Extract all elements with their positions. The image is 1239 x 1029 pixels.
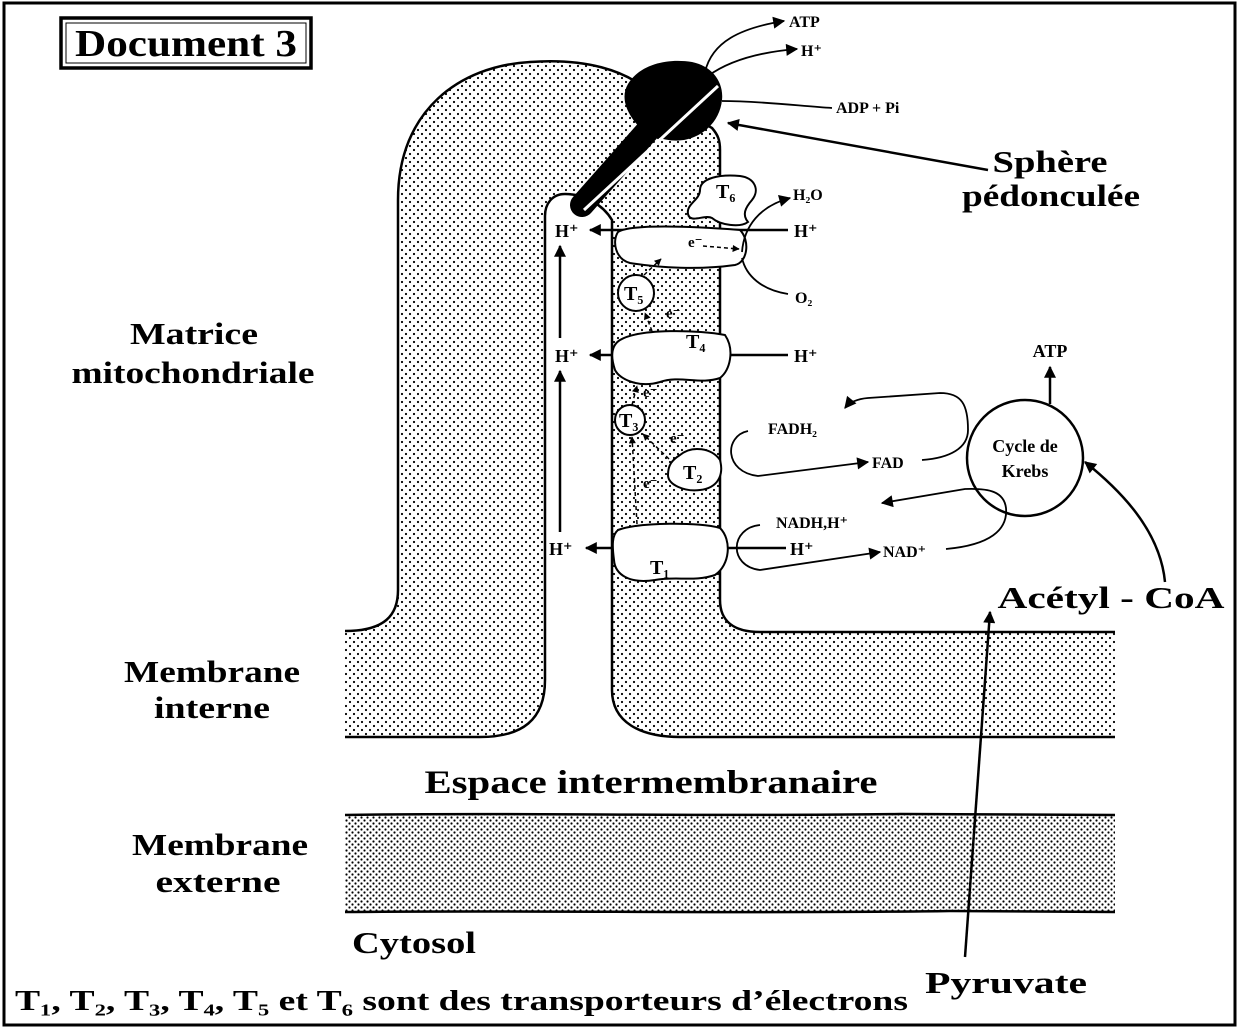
electron-arrow-t4-t5 [644,312,653,332]
document-title-box: Document 3 [59,16,313,70]
krebs-atp-label: ATP [1033,341,1068,361]
krebs-cycle-circle [965,398,1085,518]
transporter-t2 [666,448,723,492]
transporter-t6 [686,174,757,227]
proton-matrix-3: H⁺ [790,539,814,559]
electron-label-3: e⁻ [643,385,658,401]
proton-channel-line [582,84,720,212]
proton-top-label: H⁺ [801,43,822,60]
atp-synthase [570,60,723,217]
sphere-label-line1: Sphère [993,144,1108,179]
transporter-t3 [614,404,646,436]
inner-membrane-label-line2: interne [154,690,270,725]
transporter-t5 [617,274,655,312]
nadh-oxidation-arrow [735,524,882,571]
oxygen-label: O₂ [795,290,812,307]
outer-membrane [345,815,1115,912]
atp-synthase-stalk [570,116,662,217]
pyruvate-to-acetyl-arrow [963,610,996,958]
fadh2-oxidation-arrow [730,430,870,477]
sphere-pointer-arrow [726,119,989,172]
proton-intermembrane-1: H⁺ [555,221,579,241]
transporter-t1-label: T₁ [650,557,669,579]
proton-intermembrane-2: H⁺ [555,346,579,366]
outer-membrane-bottom-edge [344,909,1116,914]
electron-arrow-t1-t3 [628,436,638,525]
transporter-t6-oval [614,225,748,269]
proton-intermembrane-3: H⁺ [549,539,573,559]
krebs-label-line2: Krebs [1002,461,1049,481]
transporter-t6-label: T₆ [716,181,735,203]
proton-matrix-1: H⁺ [794,221,818,241]
acetyl-coa-label: Acétyl - CoA [998,580,1226,615]
sphere-label-line2: pédonculée [962,178,1140,213]
inner-membrane-matrix-edge [344,60,1115,634]
electron-arrow-t2-t3 [642,433,670,460]
fadh2-label: FADH₂ [768,421,817,438]
title-box-outer [59,16,313,70]
inner-membrane-intermembrane-edge [345,192,1115,739]
inner-membrane [345,61,1115,737]
fadh2-production-arrow [844,392,969,461]
electron-label-4: e⁻ [670,431,685,447]
electron-label-2: e⁻ [666,306,681,322]
fad-label: FAD [872,455,904,472]
transporter-t3-label: T₃ [619,410,638,432]
electron-label-1: e⁻ [688,235,703,251]
transporter-t1 [611,522,729,582]
atp-top-label: ATP [789,14,820,31]
proton-out-arrow [707,43,799,77]
document-title: Document 3 [75,23,297,65]
atp-synthase-head [624,60,723,141]
acetyl-to-krebs-arrow [1084,461,1167,583]
transporter-t5-label: T₅ [624,283,643,305]
outer-membrane-label-line2: externe [156,864,281,899]
transporter-t4-label: T₄ [686,331,705,353]
electron-label-5: e⁻ [643,476,658,492]
krebs-label-line1: Cycle de [992,436,1057,456]
proton-matrix-2: H⁺ [794,346,818,366]
matrix-label-line1: Matrice [130,316,258,351]
title-box-inner [65,22,307,64]
water-label: H₂O [793,187,823,204]
atp-out-arrow [704,16,786,73]
outer-membrane-top-edge [344,812,1116,817]
nadh-label: NADH,H⁺ [776,515,848,532]
figure-caption: T₁, T₂, T₃, T₄, T₅ et T₆ sont des transp… [15,986,908,1017]
electron-arrow-t5-t6 [643,258,662,276]
water-out-arrow [741,194,792,253]
matrix-label-line2: mitochondriale [72,355,315,390]
nad-label: NAD⁺ [883,544,926,561]
adp-pi-label: ADP + Pi [836,100,900,117]
oxygen-in-line [741,257,789,295]
adp-pi-line [721,100,833,109]
outer-membrane-label-line1: Membrane [132,827,308,862]
inner-membrane-label-line1: Membrane [124,654,300,689]
electron-arrow-t3-t4 [631,385,639,406]
electron-arrow-t6 [702,244,740,252]
nadh-production-arrow [880,487,1007,550]
transporter-t2-label: T₂ [683,462,702,484]
intermembrane-space-label: Espace intermembranaire [425,765,878,801]
transporter-t4 [611,330,732,386]
cytosol-label: Cytosol [352,925,476,960]
pyruvate-label: Pyruvate [925,965,1087,1000]
